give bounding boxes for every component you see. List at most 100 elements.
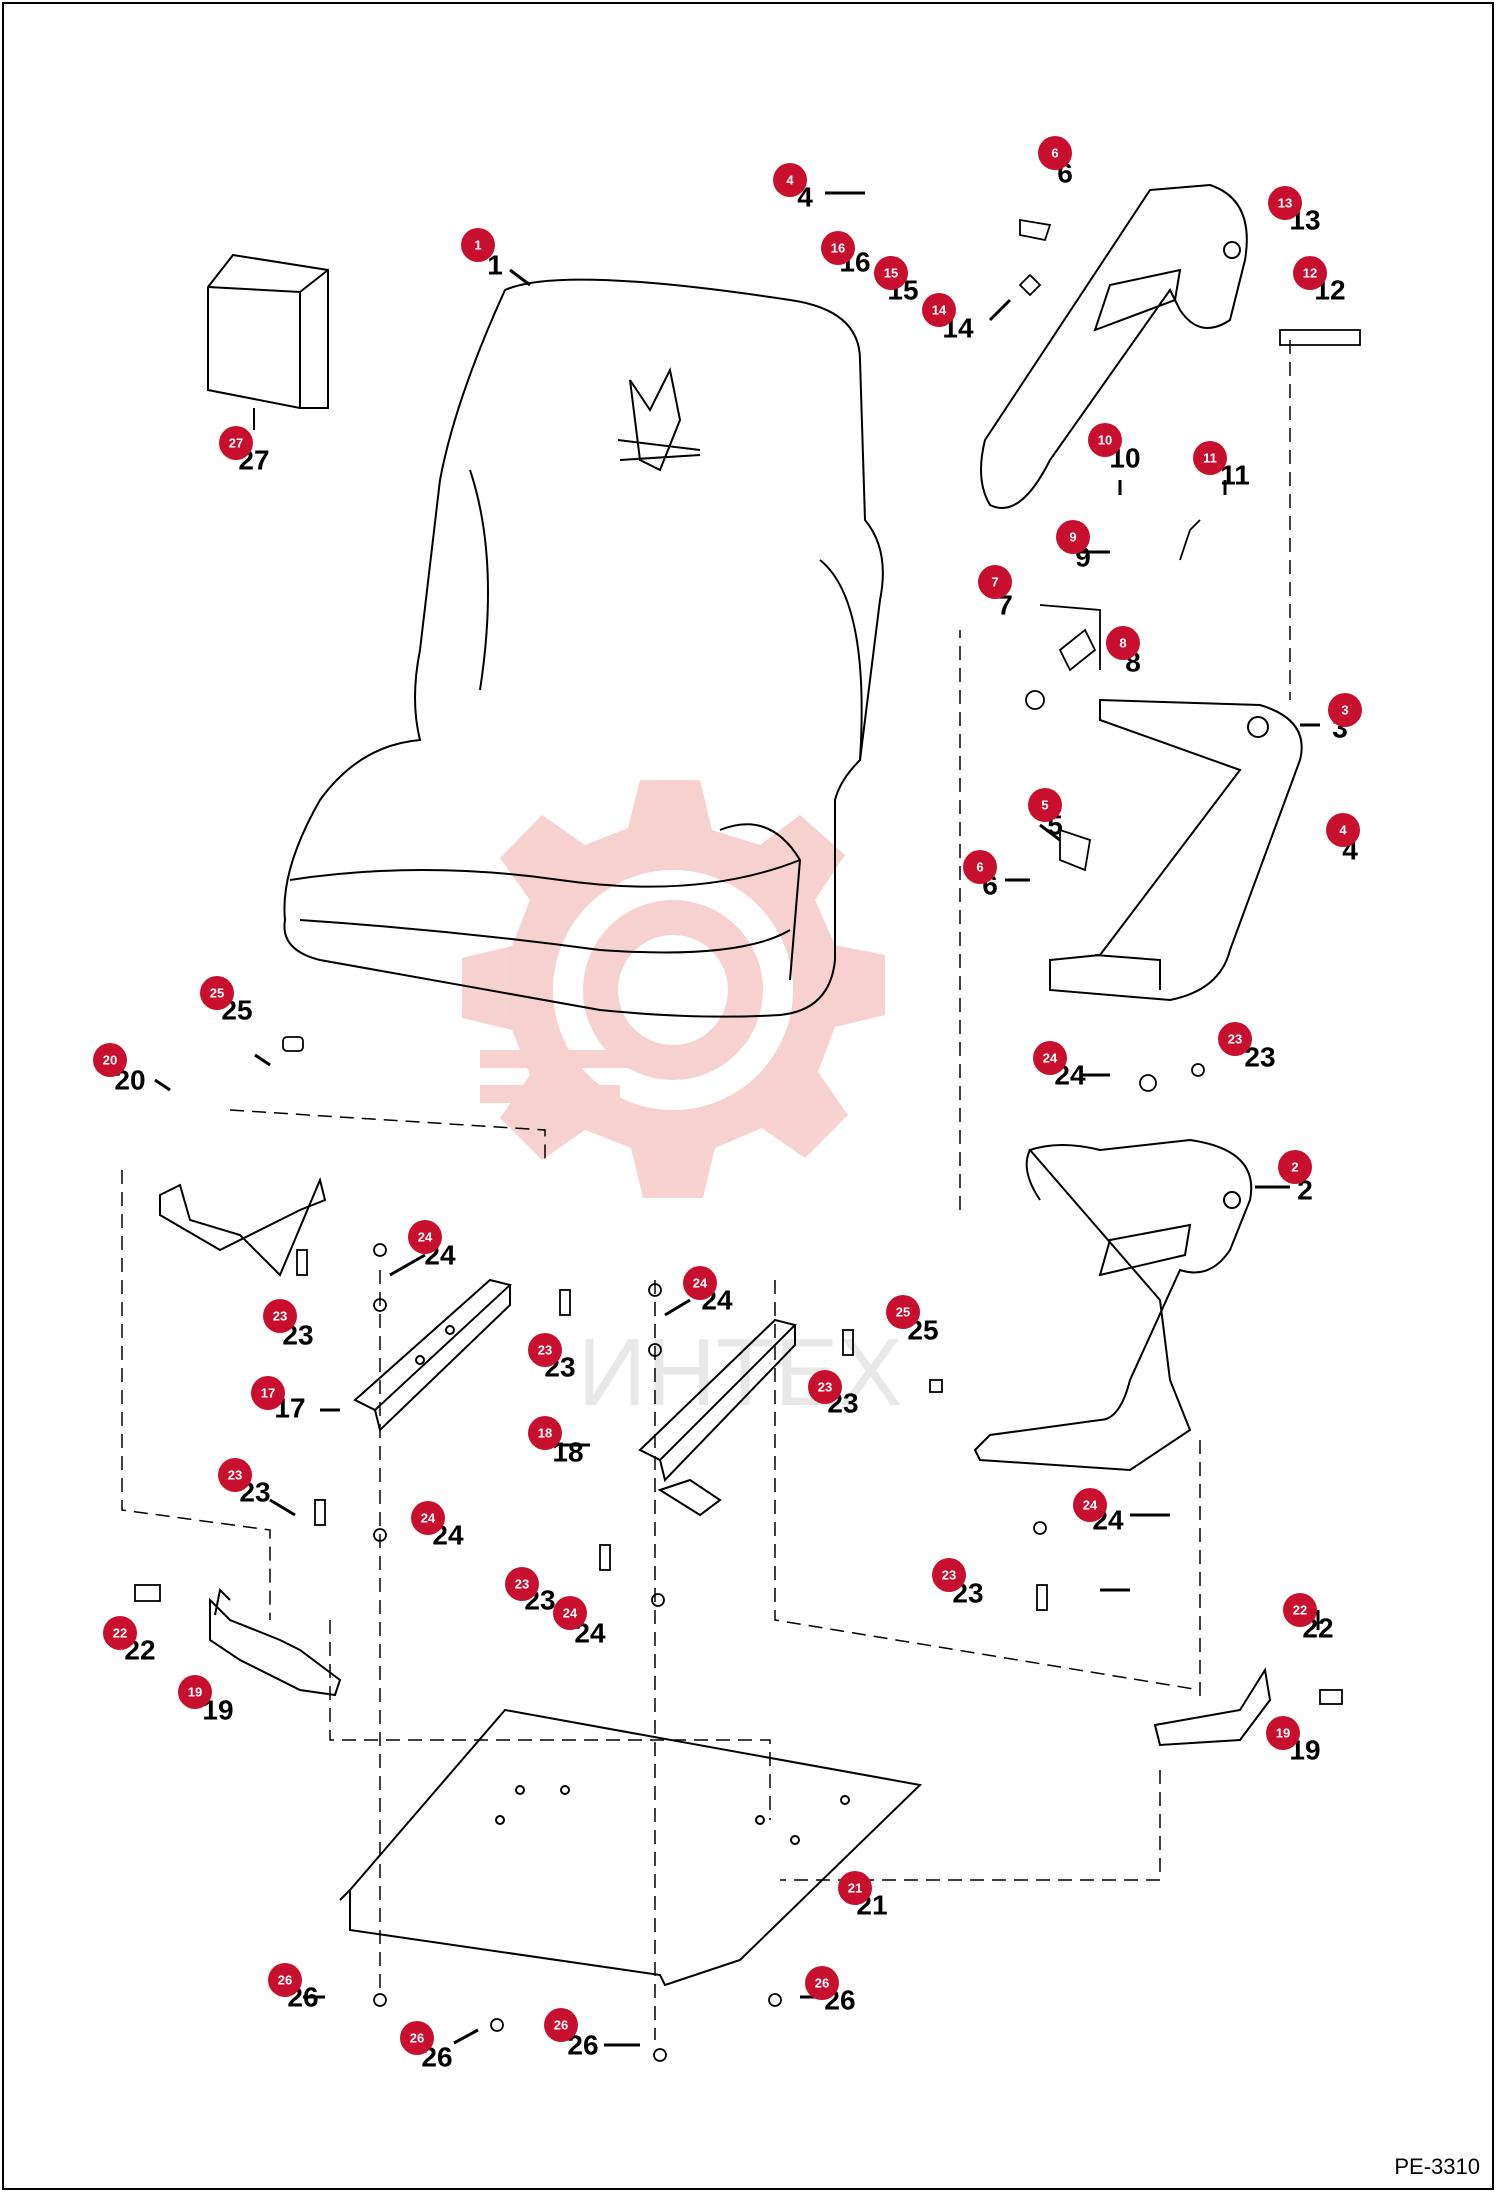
part-25b-marker-label: 25: [896, 1305, 910, 1320]
part-24d-marker-label: 24: [421, 1511, 436, 1526]
part-19-bracket-left: [209, 1587, 342, 1697]
part-24f-marker: [1073, 1488, 1107, 1522]
part-1-callout[interactable]: 11: [461, 228, 503, 281]
part-2-marker: [1278, 1150, 1312, 1184]
hardware: [134, 218, 1361, 2062]
part-6a-marker-label: 6: [1051, 146, 1058, 161]
part-24b-marker: [683, 1266, 717, 1300]
part-6b-callout[interactable]: 66: [963, 850, 998, 901]
part-23a-marker: [263, 1299, 297, 1333]
drawing-code: PE-3310: [1394, 2154, 1480, 2179]
part-9-callout[interactable]: 99: [1056, 520, 1091, 573]
part-3-marker-label: 3: [1341, 703, 1348, 718]
part-6a-callout[interactable]: 66: [1038, 136, 1073, 189]
part-24b-marker-label: 24: [693, 1276, 708, 1291]
part-16-marker: [821, 231, 855, 265]
part-8-marker-label: 8: [1119, 636, 1126, 651]
part-2-armrest: [973, 1138, 1253, 1472]
part-26b-marker: [400, 2021, 434, 2055]
part-19a-marker: [178, 1675, 212, 1709]
part-7-marker-label: 7: [991, 575, 998, 590]
part-23c-marker: [808, 1370, 842, 1404]
part-13-armrest: [980, 183, 1248, 509]
part-4b-callout[interactable]: 44: [1326, 813, 1360, 866]
part-24f-marker-label: 24: [1083, 1498, 1098, 1513]
part-23c-marker-label: 23: [818, 1380, 832, 1395]
part-23b-marker: [528, 1333, 562, 1367]
part-20-marker: [93, 1043, 127, 1077]
part-6b-marker: [963, 850, 997, 884]
part-5-callout[interactable]: 55: [1028, 788, 1063, 841]
part-26c-marker: [544, 2008, 578, 2042]
part-2-callout[interactable]: 22: [1278, 1150, 1313, 1206]
part-1-number: 1: [487, 250, 503, 281]
part-17-marker: [251, 1376, 285, 1410]
part-25a-marker-label: 25: [210, 986, 224, 1001]
part-8-callout[interactable]: 88: [1106, 626, 1141, 678]
part-13-marker-label: 13: [1278, 196, 1292, 211]
callout-layer: 1122334444556666778899101011111212131314…: [93, 136, 1362, 2073]
part-3-callout[interactable]: 33: [1328, 693, 1362, 744]
part-9-marker: [1056, 520, 1090, 554]
watermark-text: ИНТЕХ: [577, 1319, 902, 1426]
part-1-seat: [283, 278, 884, 1018]
part-26c-marker-label: 26: [554, 2018, 568, 2033]
part-19a-marker-label: 19: [188, 1685, 202, 1700]
part-12-marker-label: 12: [1303, 266, 1317, 281]
part-1-marker-label: 1: [474, 238, 481, 253]
part-26a-marker-label: 26: [278, 1973, 292, 1988]
part-7-callout[interactable]: 77: [978, 565, 1013, 621]
part-24a-marker: [408, 1220, 442, 1254]
part-19-bracket-right: [1153, 1667, 1272, 1747]
part-22a-marker: [103, 1616, 137, 1650]
part-17-marker-label: 17: [261, 1386, 275, 1401]
part-24d-marker: [411, 1501, 445, 1535]
part-23g-marker: [932, 1558, 966, 1592]
part-14-marker-label: 14: [932, 303, 947, 318]
part-18-rail: [638, 1318, 797, 1517]
part-4a-marker: [773, 163, 807, 197]
part-23f-marker: [505, 1567, 539, 1601]
part-4a-callout[interactable]: 44: [773, 163, 813, 213]
part-22b-marker: [1283, 1593, 1317, 1627]
part-11-marker: [1193, 441, 1227, 475]
part-27-marker: [219, 426, 253, 460]
